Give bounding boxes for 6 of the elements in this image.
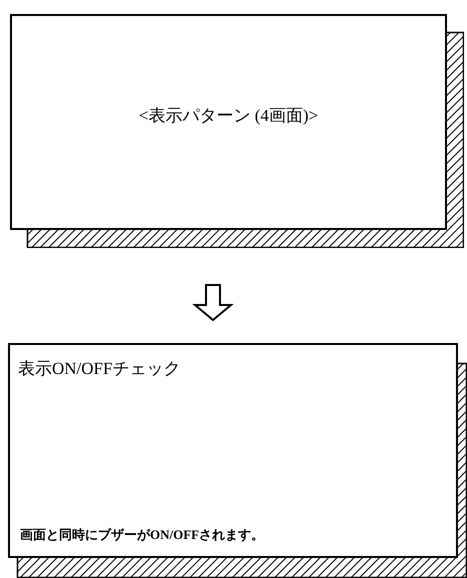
- box-heading: 表示ON/OFFチェック: [18, 358, 180, 380]
- shadowed-box: [10, 14, 464, 248]
- shadowed-box: [8, 343, 467, 578]
- hollow-arrow: [192, 284, 234, 322]
- box-note: 画面と同時にブザーがON/OFFされます。: [20, 526, 264, 544]
- box-heading: <表示パターン (4画面)>: [138, 105, 320, 127]
